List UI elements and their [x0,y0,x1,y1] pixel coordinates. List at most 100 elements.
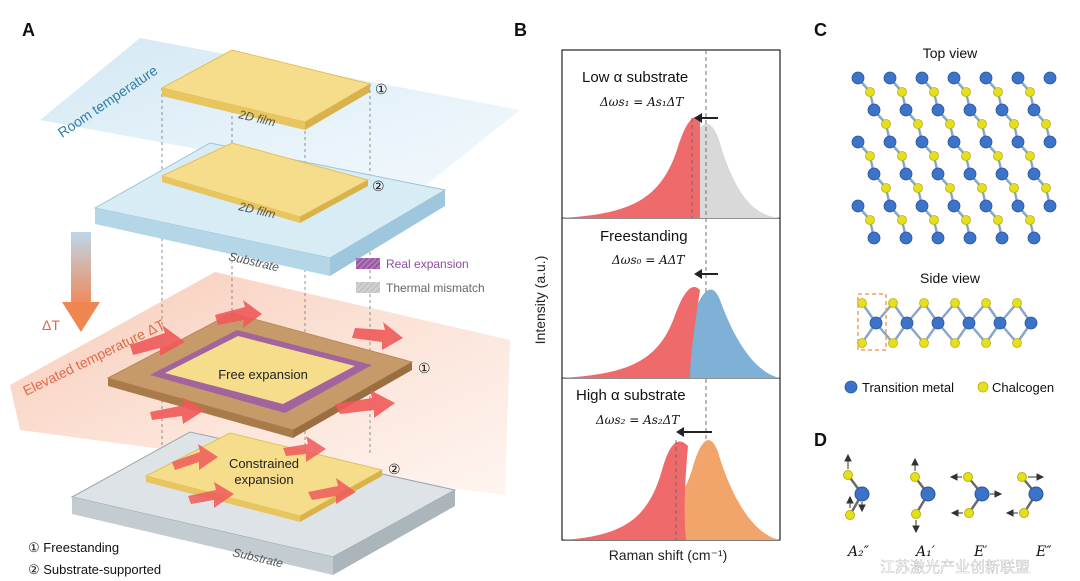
metal-atom [995,231,1009,245]
panel-b-xlabel: Raman shift (cm⁻¹) [609,547,728,563]
constrained-expansion-label-2: expansion [234,472,293,487]
chalcogen-atom [865,87,875,97]
chalcogen-atom [881,183,891,193]
marker-1-bottom: ① [418,360,431,376]
chalcogen-atom [961,215,971,225]
side-view-lattice [857,298,1038,348]
metal-atom [947,199,961,213]
marker-2-bottom: ② [388,461,401,477]
legend-metal-dot [844,380,858,394]
chalcogen-atom [929,87,939,97]
metal-atom [995,167,1009,181]
sub1-red-peak [562,116,700,218]
chalcogen-atom [913,119,923,129]
metal-atom [931,167,945,181]
chalcogen-atom [977,119,987,129]
metal-atom [915,135,929,149]
chalcogen-atom [977,183,987,193]
metal-atom [1027,103,1041,117]
panel-b-letter: B [514,20,527,40]
marker-1-top: ① [375,81,388,97]
metal-atom [869,316,883,330]
mode-e1-label: E′ [973,544,988,560]
panel-a-letter: A [22,20,35,40]
mode-a1-arrows [911,457,920,534]
sub3-title: High α substrate [576,387,686,404]
chalcogen-atom [857,298,867,308]
chalcogen-atom [1041,183,1051,193]
sub2-equation: Δωs₀ = AΔT [611,253,685,267]
constrained-expansion-label-1: Constrained [229,456,299,471]
chalcogen-atom [945,119,955,129]
metal-atom [851,71,865,85]
chalcogen-atom [888,338,898,348]
chalcogen-atom [945,183,955,193]
chalcogen-atom [919,338,929,348]
delta-t-arrow-head [62,302,100,332]
chalcogen-atom [993,215,1003,225]
metal-atom [963,103,977,117]
sub3-shift-arrowhead [676,427,684,437]
expansion-arrows-free [130,300,403,424]
top-view-label: Top view [923,45,978,61]
mode-e2-label: E″ [1035,544,1052,560]
sub2-blue-peak [562,289,780,378]
metal-atom [867,231,881,245]
chalcogen-atom [913,183,923,193]
metal-atom [931,103,945,117]
metal-atom [1043,71,1057,85]
sub2-shift-arrowhead [694,269,702,279]
panel-c: C Top view Side view Transition metal Ch… [814,20,1057,395]
sub2-red-peak [562,287,700,378]
panel-b-ylabel: Intensity (a.u.) [532,256,548,345]
mode-e1-arrows [949,473,1003,517]
sub3-equation: Δωs₂ = As₂ΔT [595,413,680,427]
unit-cell-highlight [857,293,887,351]
metal-atom [947,71,961,85]
metal-atom [931,316,945,330]
chalcogen-atom [865,151,875,161]
metal-atom [851,135,865,149]
metal-atom [883,199,897,213]
metal-atom [979,199,993,213]
film-2 [160,142,370,223]
metal-atom [1011,199,1025,213]
panel-a: A Room temperature Elevated temperature … [10,20,520,577]
sub2-title: Freestanding [600,228,688,245]
chalcogen-atom [865,215,875,225]
mode-a2-label: A₂″ [846,544,870,560]
chalcogen-atom [961,151,971,161]
footnote-freestanding: ① Freestanding [28,540,119,555]
legend-chalcogen-dot [977,381,989,393]
metal-atom [900,316,914,330]
legend-metal-label: Transition metal [862,380,954,395]
metal-atom [915,71,929,85]
chalcogen-atom [950,338,960,348]
metal-atom [883,135,897,149]
top-view-lattice [851,71,1057,245]
delta-t-arrow-shaft [71,232,91,304]
metal-atom [931,231,945,245]
metal-atom [1011,71,1025,85]
sub1-grey-peak [562,123,780,218]
chalcogen-atom [888,298,898,308]
chalcogen-atom [1009,183,1019,193]
sub1-shift-arrowhead [694,113,702,123]
mode-a1-atoms [910,472,936,519]
chalcogen-atom [981,298,991,308]
chalcogen-atom [1025,87,1035,97]
chalcogen-atom [897,151,907,161]
chalcogen-atom [1041,119,1051,129]
mode-a2-arrows [844,453,866,513]
chalcogen-atom [961,87,971,97]
legend-thermal-mismatch-label: Thermal mismatch [386,281,485,295]
mode-a1-label: A₁′ [914,544,936,560]
metal-atom [993,316,1007,330]
chalcogen-atom [857,338,867,348]
metal-atom [883,71,897,85]
metal-atom [947,135,961,149]
chalcogen-atom [950,298,960,308]
chalcogen-atom [1012,338,1022,348]
metal-atom [979,71,993,85]
metal-atom [851,199,865,213]
